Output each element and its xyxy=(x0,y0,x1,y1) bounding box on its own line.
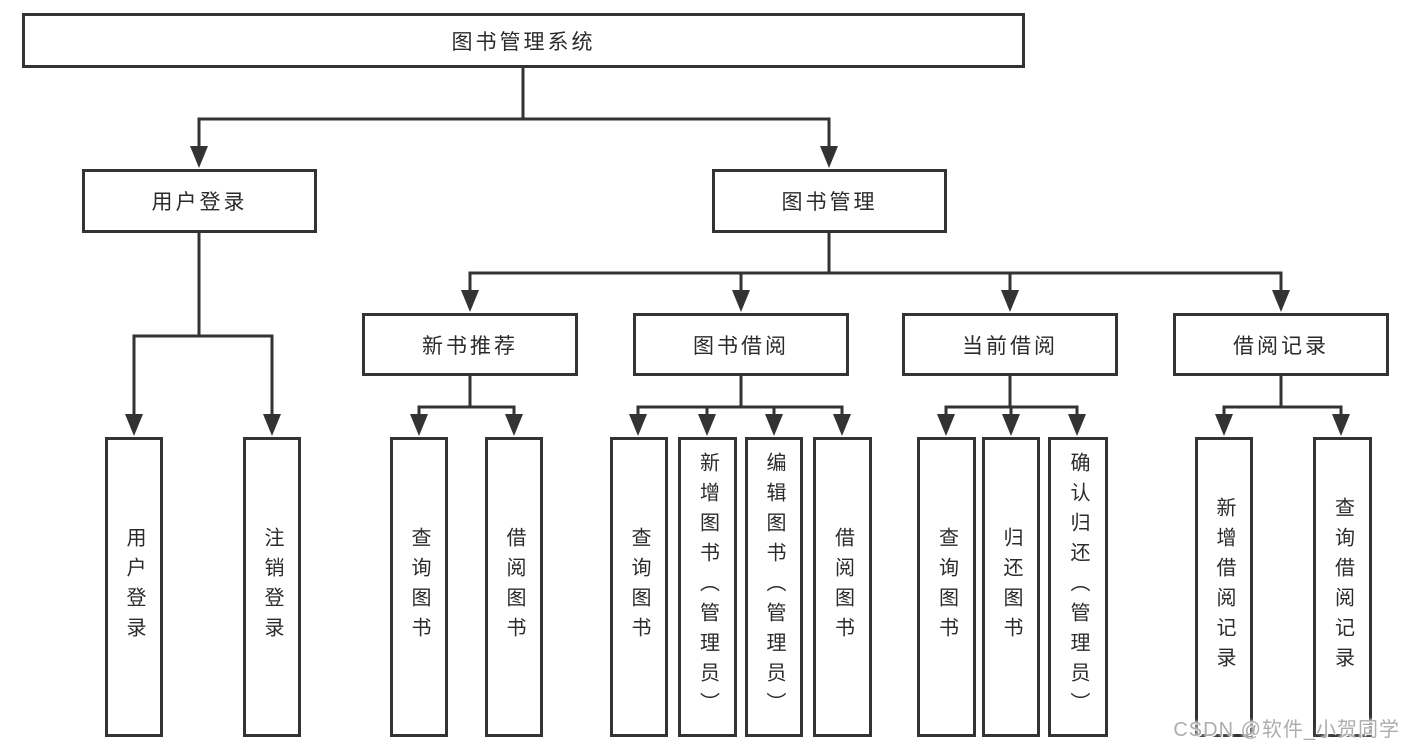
node-borrow-query-book-label: 查询图书 xyxy=(628,527,650,647)
node-logout: 注销登录 xyxy=(243,437,301,737)
node-borrow-query-book: 查询图书 xyxy=(610,437,668,737)
node-user-login: 用户登录 xyxy=(105,437,163,737)
node-add-borrow-record: 新增借阅记录 xyxy=(1195,437,1253,737)
csdn-watermark: CSDN @软件_小贺同学 xyxy=(1173,719,1400,741)
node-book-management: 图书管理 xyxy=(712,169,947,233)
node-recommend-query-book-label: 查询图书 xyxy=(408,527,430,647)
node-current-query-book: 查询图书 xyxy=(917,437,976,737)
arrowheads xyxy=(125,146,1350,436)
node-current-query-book-label: 查询图书 xyxy=(935,527,958,647)
node-return-book: 归还图书 xyxy=(982,437,1040,737)
node-edit-book-admin: 编辑图书（管理员） xyxy=(745,437,803,737)
node-current-borrow: 当前借阅 xyxy=(902,313,1118,376)
node-add-book-admin: 新增图书（管理员） xyxy=(678,437,737,737)
node-user-login-label: 用户登录 xyxy=(123,527,145,647)
node-borrow-book: 借阅图书 xyxy=(813,437,872,737)
node-add-book-admin-label: 新增图书（管理员） xyxy=(696,452,719,722)
node-return-book-label: 归还图书 xyxy=(1000,527,1022,647)
node-user-login-group: 用户登录 xyxy=(82,169,317,233)
node-recommend-borrow-book-label: 借阅图书 xyxy=(503,527,525,647)
node-confirm-return-admin: 确认归还（管理员） xyxy=(1048,437,1108,737)
node-new-book-recommend: 新书推荐 xyxy=(362,313,578,376)
node-book-borrow: 图书借阅 xyxy=(633,313,849,376)
node-query-borrow-record: 查询借阅记录 xyxy=(1313,437,1372,737)
node-recommend-borrow-book: 借阅图书 xyxy=(485,437,543,737)
node-root-system: 图书管理系统 xyxy=(22,13,1025,68)
node-confirm-return-admin-label: 确认归还（管理员） xyxy=(1067,452,1089,722)
node-query-borrow-record-label: 查询借阅记录 xyxy=(1331,497,1354,677)
node-logout-label: 注销登录 xyxy=(261,527,283,647)
node-recommend-query-book: 查询图书 xyxy=(390,437,448,737)
node-borrow-book-label: 借阅图书 xyxy=(831,527,854,647)
node-edit-book-admin-label: 编辑图书（管理员） xyxy=(763,452,785,722)
node-borrow-records: 借阅记录 xyxy=(1173,313,1389,376)
node-add-borrow-record-label: 新增借阅记录 xyxy=(1213,497,1235,677)
